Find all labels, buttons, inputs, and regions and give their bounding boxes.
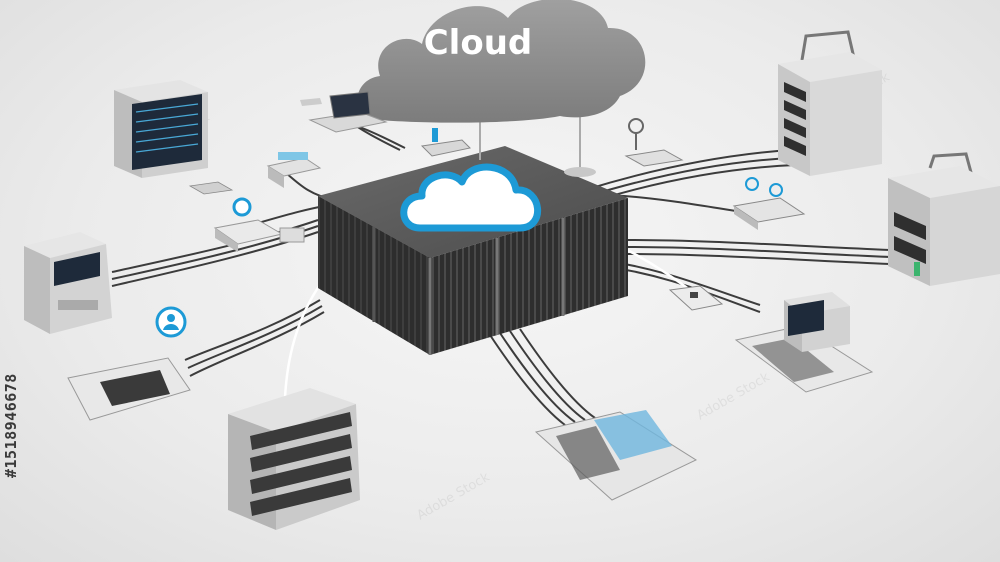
server-tower-right-top	[778, 30, 882, 176]
small-device-router	[266, 152, 322, 188]
server-rack-top-left	[114, 80, 234, 195]
small-device-antenna	[420, 128, 472, 157]
laptop-top	[300, 91, 388, 133]
small-device-right-mid	[732, 177, 806, 230]
small-device-connector	[668, 285, 724, 311]
watermark-text: Adobe Stock	[695, 370, 773, 424]
small-device-switch-left	[213, 197, 305, 252]
cloud-sign	[357, 0, 646, 177]
cloud-label: Cloud	[424, 23, 533, 63]
keyboard-left	[67, 357, 191, 421]
keyboard-device-bottom	[534, 410, 698, 501]
blue-user-badge	[155, 306, 187, 338]
server-box-right-mid	[888, 152, 1000, 286]
small-device-right-top	[624, 118, 684, 167]
desktop-computer-left	[24, 232, 112, 334]
watermark-text: Adobe Stock	[415, 470, 493, 524]
network-cables	[111, 117, 891, 426]
workstation-right	[734, 292, 874, 393]
blue-cloud-icon	[400, 163, 541, 232]
server-box-bottom	[228, 388, 360, 530]
stock-id-label: #1518946678	[2, 373, 20, 478]
